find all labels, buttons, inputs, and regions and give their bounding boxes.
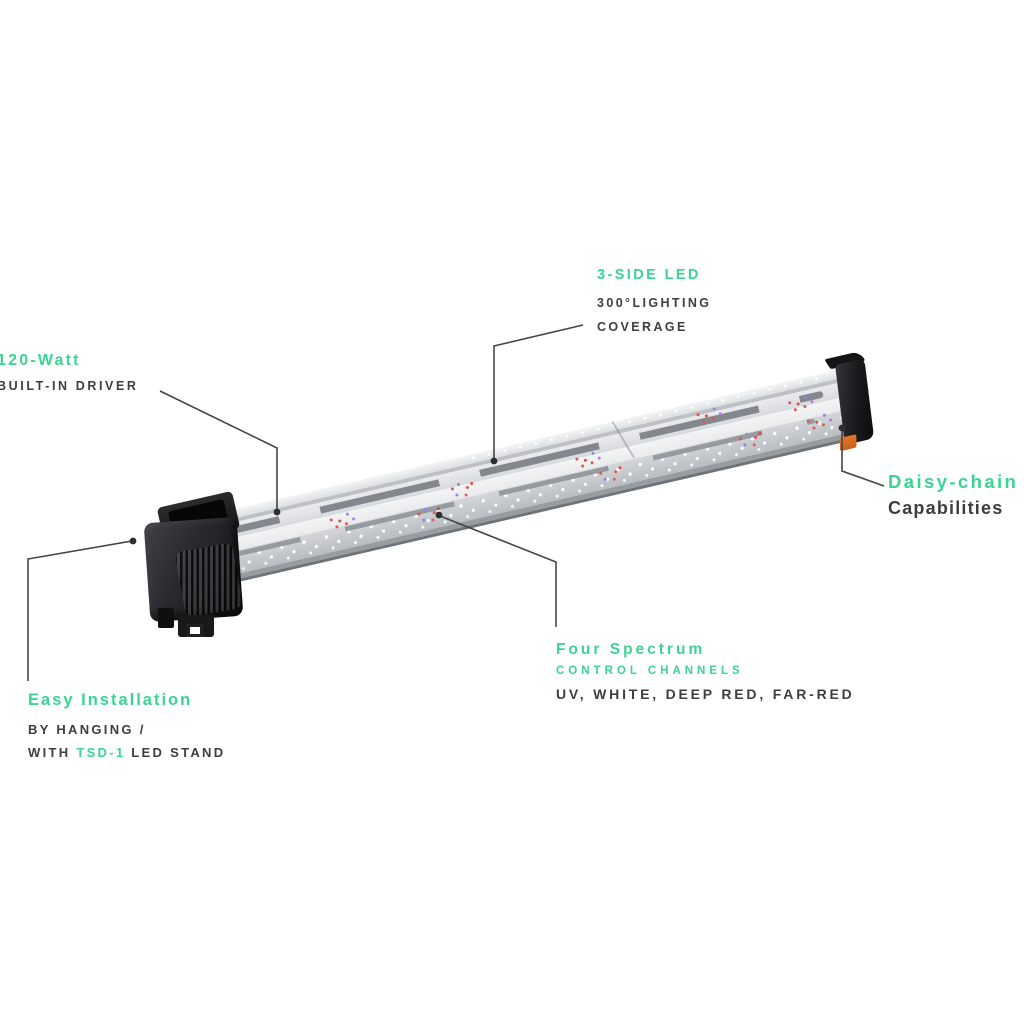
- callout-3-side-led: 3-SIDE LED 300°LIGHTING COVERAGE: [597, 267, 711, 339]
- dot-easy-installation: [129, 537, 137, 545]
- callout-120-watt: 120-Watt BUILT-IN DRIVER: [0, 352, 139, 393]
- callout-subtitle: CONTROL CHANNELS: [556, 665, 744, 677]
- callout-daisy-chain: Daisy-chain Capabilities: [888, 471, 1018, 519]
- led-light-bar: [152, 351, 875, 599]
- callout-title: Four Spectrum: [556, 641, 706, 658]
- daisy-chain-connector: [839, 434, 857, 452]
- callout-subtitle: 300°LIGHTING: [597, 296, 712, 310]
- driver-foot: [158, 608, 174, 628]
- line-easy-installation: [27, 540, 133, 681]
- driver-vent-fins: [174, 542, 244, 618]
- callout-subtitle: BY HANGING /: [28, 722, 146, 737]
- bar-middle-face: [158, 395, 854, 568]
- bar-upper-face-slots: [154, 380, 851, 556]
- callout-four-spectrum: Four Spectrum CONTROL CHANNELS UV, WHITE…: [556, 641, 855, 702]
- line-four-spectrum: [439, 515, 557, 627]
- install-text-suffix: LED STAND: [125, 745, 226, 760]
- callout-subtitle: WITH TSD-1 LED STAND: [28, 741, 225, 764]
- callout-subtitle: BUILT-IN DRIVER: [0, 379, 139, 393]
- install-text-prefix: WITH: [28, 745, 77, 760]
- callout-subtitle: Capabilities: [888, 498, 1004, 518]
- callout-easy-installation: Easy Installation BY HANGING / WITH TSD-…: [28, 691, 225, 764]
- callout-detail: UV, WHITE, DEEP RED, FAR-RED: [556, 686, 855, 702]
- stand-model-label: TSD-1: [76, 745, 126, 760]
- hanging-hook: [178, 615, 214, 637]
- callout-title: 3-SIDE LED: [597, 267, 701, 283]
- bar-front-led-face: [161, 408, 859, 591]
- callout-title: 120-Watt: [0, 352, 81, 369]
- callout-title: Easy Installation: [28, 691, 193, 709]
- callout-title: Daisy-chain: [888, 471, 1019, 492]
- callout-subtitle: COVERAGE: [597, 320, 688, 334]
